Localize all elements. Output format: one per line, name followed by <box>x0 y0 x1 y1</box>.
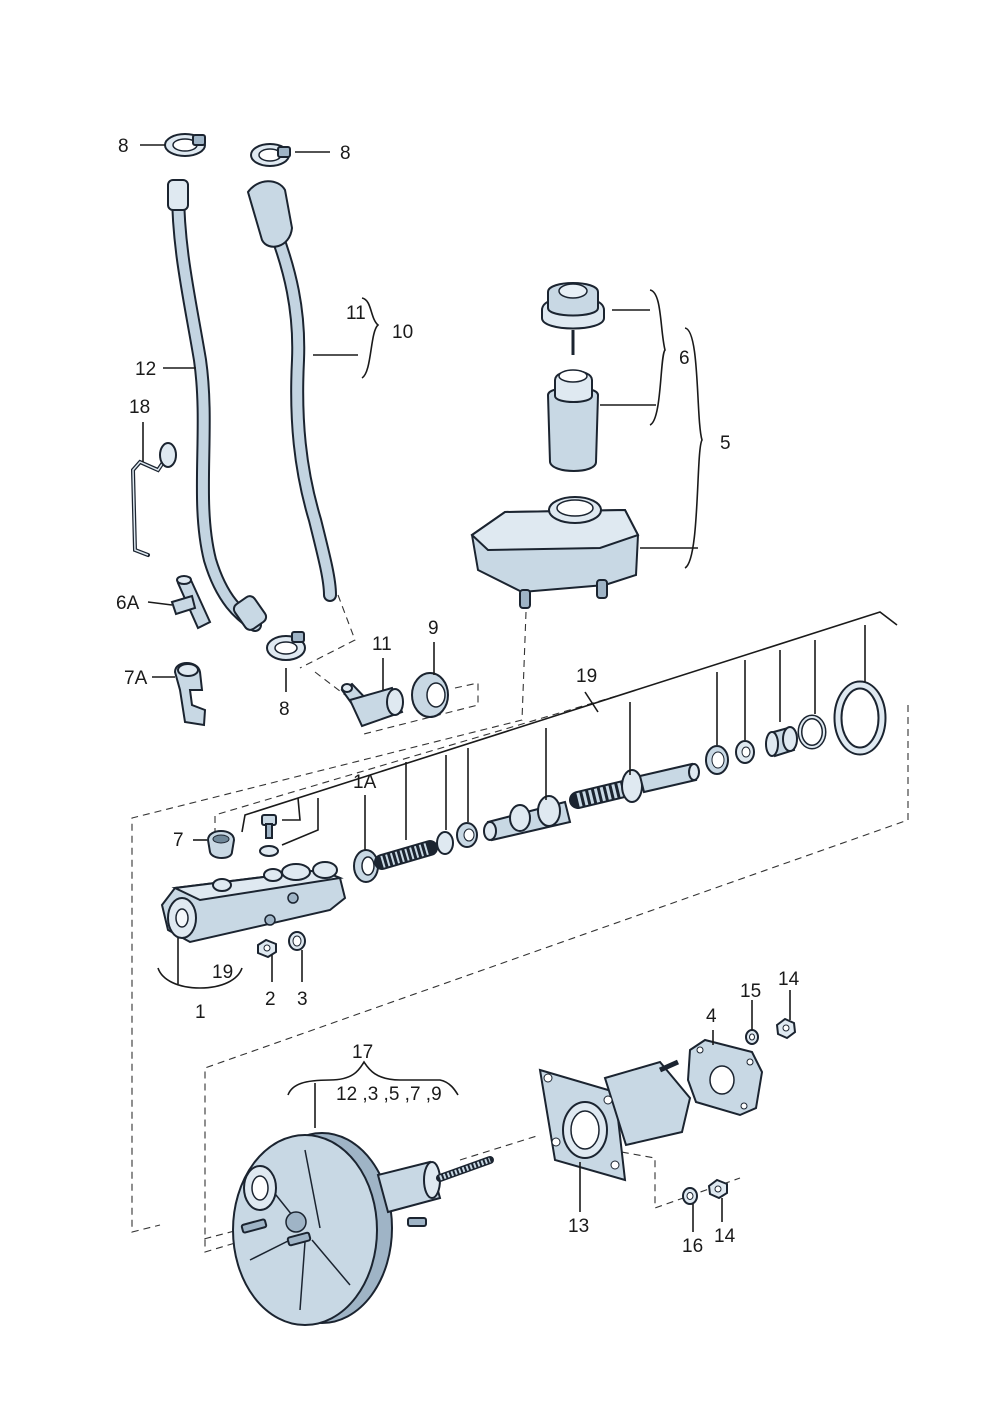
washer-15 <box>745 1029 759 1045</box>
seal-ring-3 <box>288 931 306 951</box>
callout-1a: 1A <box>353 772 377 793</box>
reservoir-cap <box>541 282 605 355</box>
secondary-piston <box>483 795 572 842</box>
callout-1: 1 <box>195 1002 206 1023</box>
callout-11-hose: 11 <box>346 303 366 324</box>
callout-10: 10 <box>392 322 413 343</box>
mounting-gasket-13 <box>538 1059 692 1182</box>
washer-ring <box>705 745 729 775</box>
callout-8-top-right: 8 <box>340 143 351 164</box>
callout-8-top-left: 8 <box>118 136 129 157</box>
hose-clamp-top-right <box>250 143 291 167</box>
callout-labels: 8 8 11 10 12 18 6A 7A 8 11 9 6 5 19 1A 7… <box>116 136 800 1257</box>
elbow-fitting-11 <box>340 682 404 728</box>
t-connector-6a <box>170 575 212 630</box>
callout-14-upper: 14 <box>778 969 800 990</box>
retainer <box>436 831 454 855</box>
nut-2 <box>257 938 277 959</box>
callout-14-lower: 14 <box>714 1226 736 1247</box>
seal-1a <box>353 849 379 883</box>
callout-3: 3 <box>297 989 308 1010</box>
callout-17-list: 12 ,3 ,5 ,7 ,9 <box>336 1084 442 1105</box>
leader-lines <box>140 144 898 1232</box>
brake-booster <box>232 1132 494 1326</box>
callout-7a: 7A <box>124 668 148 689</box>
callout-17: 17 <box>352 1042 373 1063</box>
wire-bracket-18 <box>130 442 177 557</box>
callout-18: 18 <box>129 397 150 418</box>
washer-16 <box>682 1187 698 1205</box>
callout-19-top: 19 <box>576 666 597 687</box>
hose-10 <box>246 180 337 602</box>
screw-and-washer <box>259 814 279 857</box>
callout-11-fitting: 11 <box>372 634 392 655</box>
nut-14-upper <box>775 1017 797 1040</box>
master-cylinder-body <box>160 861 347 944</box>
callout-5: 5 <box>720 433 731 454</box>
hose-12 <box>167 179 268 632</box>
plug-7 <box>206 830 236 859</box>
small-seal <box>735 740 755 764</box>
nut-14-lower <box>707 1178 728 1200</box>
callout-13: 13 <box>568 1216 589 1237</box>
hose-clamp-bottom <box>266 631 306 661</box>
callout-4: 4 <box>706 1006 717 1027</box>
callout-19-bottom: 19 <box>212 962 233 983</box>
callout-12: 12 <box>135 359 156 380</box>
callout-16: 16 <box>682 1236 703 1257</box>
cup-seal <box>456 822 478 848</box>
callout-6a: 6A <box>116 593 140 614</box>
grommet-9 <box>411 672 449 718</box>
clip-7a <box>173 662 207 727</box>
primary-piston <box>569 762 700 809</box>
circlip <box>797 714 827 750</box>
callout-15: 15 <box>740 981 761 1002</box>
assembly-guide-lines <box>131 594 909 1253</box>
plate-4 <box>686 1038 764 1117</box>
callout-7: 7 <box>173 830 184 851</box>
callout-2: 2 <box>265 989 276 1010</box>
large-o-ring <box>833 680 887 756</box>
fluid-reservoir <box>470 496 640 609</box>
hose-clamp-top-left <box>164 133 206 157</box>
callout-8-bottom: 8 <box>279 699 290 720</box>
reservoir-strainer <box>546 369 600 472</box>
guide-sleeve <box>765 726 798 758</box>
callout-6: 6 <box>679 348 690 369</box>
callout-9: 9 <box>428 618 439 639</box>
spring <box>374 840 438 870</box>
